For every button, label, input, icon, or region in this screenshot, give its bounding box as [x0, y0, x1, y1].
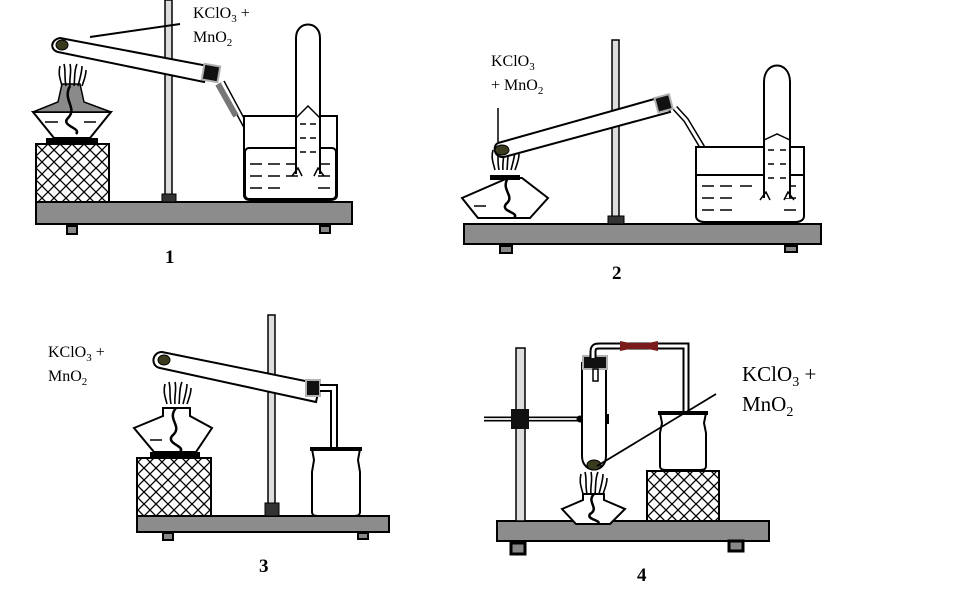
reagent-label-line1: KClO3 +: [742, 362, 816, 390]
stand-rod: [611, 39, 620, 219]
clamp-boss: [511, 409, 529, 429]
base-foot: [727, 539, 745, 553]
collecting-tube: [759, 64, 795, 201]
reagent-label-line1: KClO3 +: [193, 5, 250, 25]
base-foot: [357, 532, 369, 540]
panel-number: 4: [637, 565, 647, 586]
reagent-label-line2: MnO2: [193, 29, 232, 49]
base-foot: [509, 541, 527, 556]
test-tube: [152, 350, 322, 404]
stand-rod: [515, 347, 526, 522]
stand-rod: [267, 314, 276, 506]
stand-foot: [264, 502, 280, 517]
gas-jar: [658, 411, 708, 471]
mesh-stand: [646, 470, 720, 522]
alcohol-lamp: [460, 147, 550, 219]
collecting-tube: [291, 23, 325, 177]
rubber-tube: [620, 341, 658, 351]
reagent-label-line2: MnO2: [742, 392, 793, 420]
stopper: [200, 62, 222, 84]
test-tube: [493, 92, 675, 159]
alcohol-lamp: [132, 381, 214, 457]
test-tube: [51, 36, 222, 84]
base-board: [136, 515, 390, 533]
pointer-line: [596, 393, 717, 467]
panel-3: KClO3 + MnO2 3: [48, 314, 390, 577]
stand-foot: [607, 215, 625, 225]
stand-foot: [161, 193, 177, 203]
base-foot: [499, 245, 513, 254]
mesh-stand: [136, 457, 212, 517]
reagent-label-line2: MnO2: [48, 368, 87, 388]
base-foot: [162, 532, 174, 541]
panel-number: 3: [259, 556, 269, 577]
mesh-stand: [35, 143, 110, 203]
base-foot: [784, 245, 798, 253]
base-board: [463, 223, 822, 245]
stopper: [305, 379, 321, 397]
reagent-label-line1: KClO3: [491, 53, 535, 73]
panel-4: KClO3 + MnO2 4: [484, 341, 816, 586]
base-foot: [319, 225, 331, 234]
panel-number: 2: [612, 263, 622, 284]
sample: [494, 144, 510, 156]
base-board: [35, 201, 353, 225]
stopper: [653, 92, 675, 114]
gas-jar: [310, 447, 362, 517]
panel-2: KClO3 + MnO2 2: [460, 39, 822, 284]
reagent-label-line1: KClO3 +: [48, 344, 105, 364]
alcohol-lamp: [30, 63, 114, 144]
reagent-label-line2: + MnO2: [491, 77, 543, 97]
test-tube: [581, 355, 609, 471]
panel-number: 1: [165, 247, 175, 268]
water-trough: [243, 115, 338, 201]
base-board: [496, 520, 770, 542]
base-foot: [66, 225, 78, 235]
panel-1: KClO3 + MnO2 1: [30, 0, 353, 268]
sample: [586, 459, 602, 471]
stand-rod: [164, 0, 173, 197]
alcohol-lamp: [560, 471, 627, 525]
sample: [157, 354, 171, 366]
clamp-arm: [89, 23, 181, 38]
sample: [55, 39, 69, 51]
